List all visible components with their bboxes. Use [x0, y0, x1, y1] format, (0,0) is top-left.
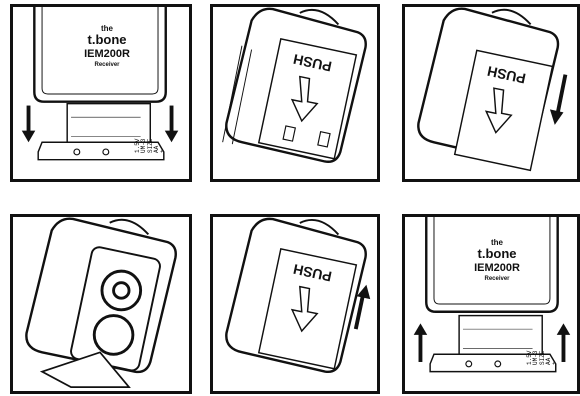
arrow-up-right-icon [556, 323, 571, 362]
arrow-up-left-icon [413, 323, 428, 362]
step-3-panel: PUSH [402, 4, 580, 182]
brand-prefix: the [101, 24, 113, 33]
step-4-panel [10, 214, 192, 394]
step-2-panel: PUSH [210, 4, 380, 182]
brand-name: t.bone [477, 246, 517, 261]
push-arrow-icon [484, 87, 513, 134]
push-arrow-icon [290, 285, 319, 333]
push-arrow-icon [290, 75, 319, 123]
slide-up-arrow-icon [353, 284, 371, 330]
step-2-illustration [222, 7, 367, 163]
step-4-illustration [25, 217, 177, 389]
receiver-brand: the t.bone IEM200R Receiver [469, 238, 525, 283]
battery-polarity: + [551, 361, 559, 365]
step-1-panel: the t.bone IEM200R Receiver 1.5V UM-3 SI… [10, 4, 192, 182]
step-1-illustration [21, 7, 179, 161]
battery-polarity: + [159, 149, 167, 153]
step-6-illustration [413, 217, 571, 373]
receiver-model: IEM200R [474, 262, 520, 274]
step-3-illustration [417, 7, 568, 172]
brand-name: t.bone [87, 32, 127, 47]
arrow-down-left-icon [21, 105, 36, 143]
receiver-model: IEM200R [84, 48, 130, 60]
step-5-panel: PUSH [210, 214, 380, 394]
battery-label: 1.5V UM-3 SIZE AA + [134, 139, 167, 153]
step-6-panel: the t.bone IEM200R Receiver 1.5V UM-3 SI… [402, 214, 580, 394]
brand-prefix: the [491, 238, 503, 247]
receiver-label: Receiver [94, 62, 120, 68]
receiver-brand: the t.bone IEM200R Receiver [79, 24, 135, 69]
receiver-label: Receiver [484, 276, 510, 282]
battery-label: 1.5V UM-3 SIZE AA + [526, 351, 559, 365]
slide-down-arrow-icon [549, 74, 568, 125]
step-5-illustration [225, 217, 371, 374]
arrow-down-right-icon [164, 105, 179, 143]
